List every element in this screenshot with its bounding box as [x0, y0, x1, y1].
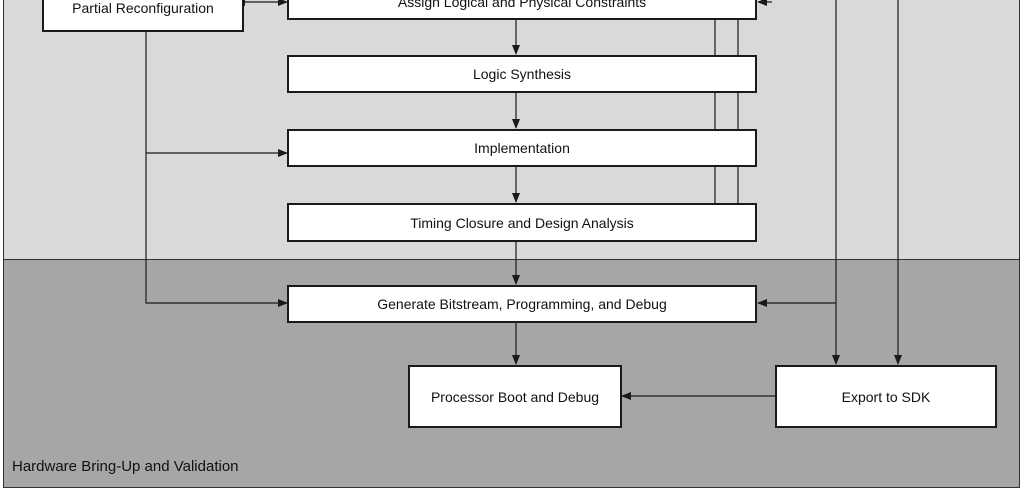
implementation-box: Implementation [287, 129, 757, 167]
hardware-panel-label: Hardware Bring-Up and Validation [12, 458, 239, 475]
partial-reconfiguration-box: Partial Reconfiguration [42, 0, 244, 32]
assign-constraints-box: Assign Logical and Physical Constraints [287, 0, 757, 20]
arrow-pr-to-bitstream [145, 153, 288, 307]
generate-bitstream-label: Generate Bitstream, Programming, and Deb… [377, 296, 667, 312]
processor-boot-box: Processor Boot and Debug [408, 365, 622, 428]
arrow-pr-to-implementation [145, 32, 288, 157]
logic-synthesis-label: Logic Synthesis [472, 66, 572, 82]
timing-closure-label: Timing Closure and Design Analysis [410, 214, 634, 231]
timing-closure-box: Timing Closure and Design Analysis [287, 203, 757, 242]
export-sdk-label: Export to SDK [841, 388, 931, 405]
implementation-label: Implementation [474, 140, 570, 156]
partial-reconfiguration-label: Partial Reconfiguration [72, 0, 214, 16]
generate-bitstream-box: Generate Bitstream, Programming, and Deb… [287, 285, 757, 323]
export-sdk-box: Export to SDK [775, 365, 997, 428]
processor-boot-label: Processor Boot and Debug [430, 388, 600, 405]
logic-synthesis-box: Logic Synthesis [287, 55, 757, 93]
assign-constraints-label: Assign Logical and Physical Constraints [397, 0, 647, 10]
